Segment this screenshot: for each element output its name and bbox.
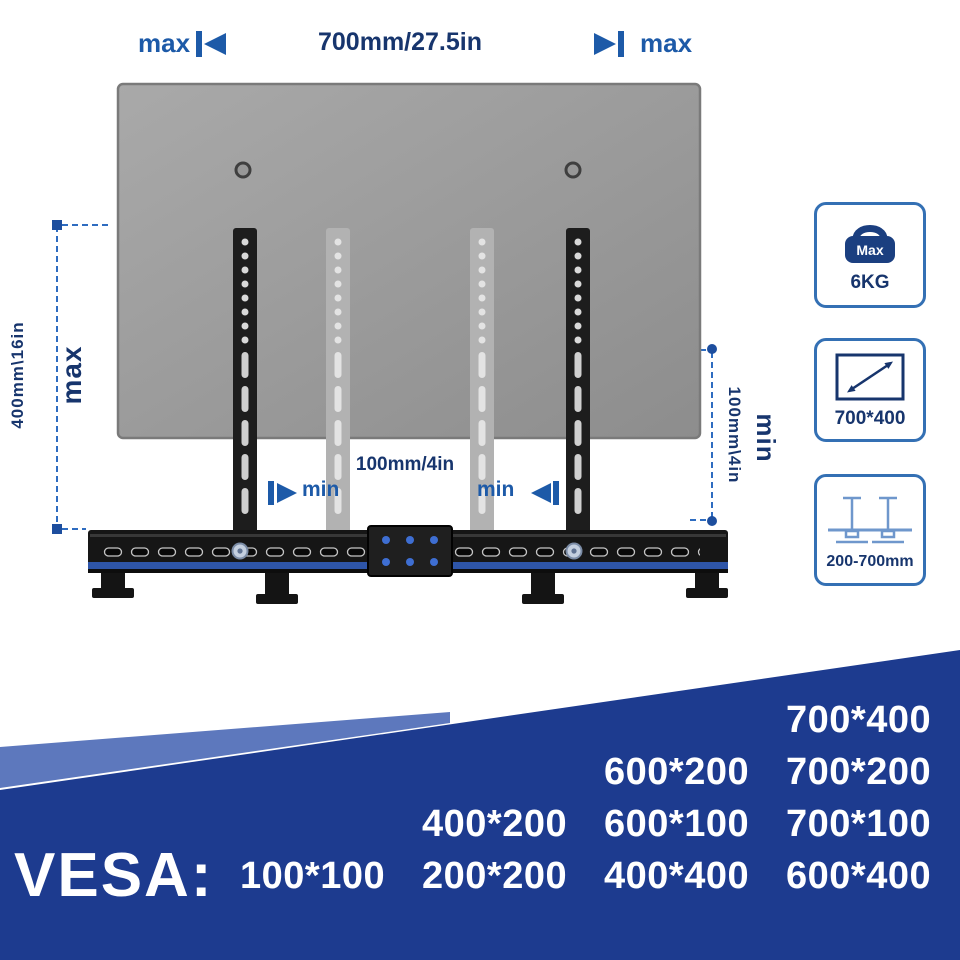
tv-panel (116, 82, 702, 440)
vesa-row: 700*400 (240, 694, 960, 746)
vesa-title: VESA: (14, 841, 214, 910)
vesa-size: 200*200 (422, 855, 568, 897)
center-connector-plate (367, 525, 453, 577)
ghost-bracket-rails (326, 228, 494, 542)
weight-icon: Max (845, 224, 895, 263)
weight-card: Max 6KG (814, 202, 926, 308)
tv-mount-hole (564, 161, 582, 179)
min-arrow-left-icon (268, 481, 297, 505)
width-range-card: 200-700mm (814, 474, 926, 586)
width-range-icon (828, 496, 912, 543)
min-right-label: min (477, 478, 515, 501)
vesa-size: 100*100 (240, 855, 386, 897)
vesa-size: 700*400 (786, 699, 932, 741)
height-max-value-label: 400mm\16in (8, 321, 27, 429)
vesa-size: 600*400 (786, 855, 932, 897)
vesa-size: 700*100 (786, 803, 932, 845)
svg-text:Max: Max (856, 242, 883, 258)
center-min-value-label: 100mm/4in (355, 454, 455, 475)
height-min-label: min (751, 413, 782, 463)
vesa-row: 600*200 700*200 (240, 746, 960, 798)
vesa-size: 400*200 (422, 803, 568, 845)
rail-screws (231, 542, 583, 560)
vesa-size: 700*200 (786, 751, 932, 793)
soundbar-rail (88, 525, 728, 604)
rail-feet (92, 570, 728, 604)
height-max-label: max (56, 345, 87, 405)
max-arrow-left-icon (196, 31, 226, 57)
dimension-end-square (52, 524, 62, 534)
screen-size-icon (835, 353, 905, 400)
vesa-size: 400*400 (604, 855, 750, 897)
tv-mount-hole (234, 161, 252, 179)
tv-width-label: 700mm/27.5in (318, 28, 482, 56)
dimension-end-dot (707, 344, 717, 354)
vesa-row: 100*100 200*200 400*400 600*400 (240, 850, 960, 902)
min-arrow-right-icon (531, 481, 559, 505)
max-arrow-right-icon (594, 31, 624, 57)
screen-size-card: 700*400 (814, 338, 926, 442)
vesa-size: 600*200 (604, 751, 750, 793)
vesa-row: 400*200 600*100 700*100 (240, 798, 960, 850)
height-max-dimension-line (56, 224, 112, 530)
bracket-rails (233, 228, 590, 544)
dimension-end-dot (707, 516, 717, 526)
weight-value: 6KG (850, 271, 890, 293)
connector-bolts (382, 536, 438, 566)
dimension-end-square (52, 220, 62, 230)
min-left-label: min (302, 478, 340, 501)
top-max-right-label: max (640, 28, 693, 58)
vesa-size: 600*100 (604, 803, 750, 845)
width-range-value: 200-700mm (826, 552, 914, 570)
screen-size-value: 700*400 (834, 407, 906, 429)
mount-diagram (52, 31, 728, 604)
top-max-left-label: max (138, 28, 191, 58)
height-min-value-label: 100mm\4in (725, 386, 744, 484)
